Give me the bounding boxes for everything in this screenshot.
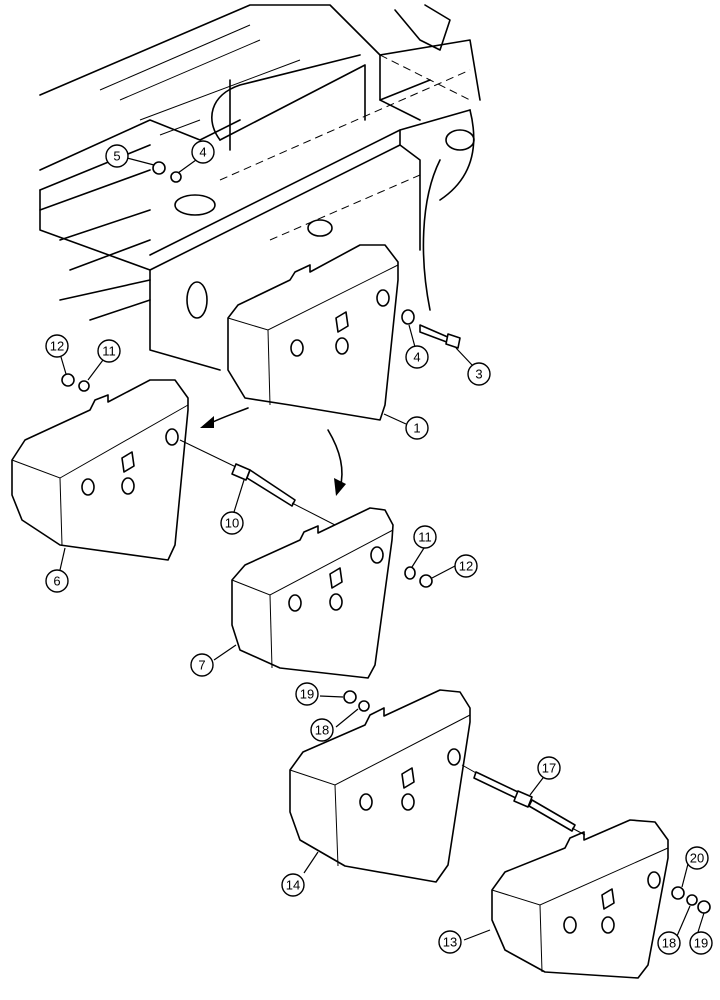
svg-text:11: 11 <box>418 530 432 545</box>
svg-text:1: 1 <box>413 421 420 436</box>
svg-text:5: 5 <box>113 149 120 164</box>
svg-text:12: 12 <box>459 559 473 574</box>
stud-17 <box>461 764 586 836</box>
weight-6 <box>11 379 189 561</box>
svg-text:18: 18 <box>662 936 676 951</box>
weight-1 <box>227 244 399 421</box>
callout-7: 7 <box>190 653 214 677</box>
svg-text:4: 4 <box>413 350 420 365</box>
callout-1: 1 <box>405 416 429 440</box>
svg-text:19: 19 <box>694 936 708 951</box>
svg-text:13: 13 <box>443 935 457 950</box>
callout-5: 5 <box>105 144 129 168</box>
svg-text:4: 4 <box>199 145 206 160</box>
callout-4-right: 4 <box>405 345 429 369</box>
callout-18-bottom: 18 <box>657 931 681 955</box>
callout-17: 17 <box>537 756 561 780</box>
callout-4-top: 4 <box>191 140 215 164</box>
weight-14 <box>289 689 471 883</box>
callout-3: 3 <box>467 362 491 386</box>
svg-text:10: 10 <box>225 516 239 531</box>
svg-text:20: 20 <box>690 851 704 866</box>
weight-13 <box>491 819 669 979</box>
callout-14: 14 <box>281 873 305 897</box>
svg-text:6: 6 <box>53 574 60 589</box>
tractor-frame <box>39 4 481 371</box>
svg-text:3: 3 <box>475 367 482 382</box>
callout-13: 13 <box>438 930 462 954</box>
callout-10: 10 <box>220 511 244 535</box>
assembly-arrows <box>200 407 346 496</box>
svg-text:18: 18 <box>315 723 329 738</box>
callout-20: 20 <box>685 846 709 870</box>
stud-10 <box>179 439 336 526</box>
callout-11-mid: 11 <box>413 525 437 549</box>
svg-text:7: 7 <box>198 658 205 673</box>
callout-12-mid: 12 <box>454 554 478 578</box>
callout-18-top: 18 <box>310 718 334 742</box>
callout-19-top: 19 <box>295 682 319 706</box>
weight-7 <box>231 507 394 679</box>
callout-6: 6 <box>45 569 69 593</box>
callout-12-left: 12 <box>45 334 69 358</box>
svg-text:12: 12 <box>50 339 64 354</box>
callout-19-bottom: 19 <box>689 931 713 955</box>
svg-text:19: 19 <box>300 687 314 702</box>
svg-text:14: 14 <box>286 878 300 893</box>
svg-text:11: 11 <box>102 344 116 359</box>
callout-11-left: 11 <box>97 339 121 363</box>
svg-text:17: 17 <box>542 761 556 776</box>
bolt-3 <box>419 324 461 349</box>
washers-and-nuts <box>61 161 711 914</box>
